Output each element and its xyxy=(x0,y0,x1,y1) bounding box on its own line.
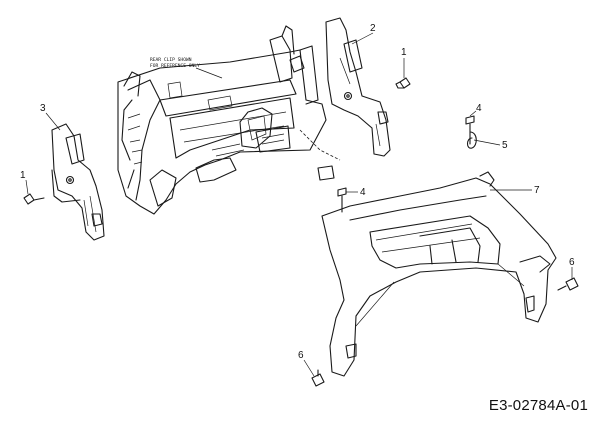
part-1-screw-left xyxy=(23,193,45,205)
part-5-clip xyxy=(466,131,477,149)
callout-4-lower: 4 xyxy=(360,187,366,198)
reference-code: E3-02784A-01 xyxy=(488,397,588,414)
callout-2: 2 xyxy=(370,23,376,34)
part-1-screw-right xyxy=(395,77,411,89)
callout-1-right: 1 xyxy=(401,47,407,58)
callout-5: 5 xyxy=(502,140,508,151)
callout-3: 3 xyxy=(40,103,46,114)
callout-4-upper: 4 xyxy=(476,103,482,114)
callout-6-right: 6 xyxy=(569,257,575,268)
note-line-1: REAR CLIP SHOWN xyxy=(150,57,192,63)
part-4-pin-lower xyxy=(337,187,347,213)
reference-note: REAR CLIP SHOWN FOR REFERENCE ONLY xyxy=(150,57,223,79)
part-2-right-bracket xyxy=(325,17,391,157)
part-6-screw-lower xyxy=(311,369,325,387)
callout-1-left: 1 xyxy=(20,170,26,181)
deck-housing xyxy=(117,25,341,215)
part-7-rear-baffle xyxy=(321,171,557,377)
part-6-screw-right xyxy=(557,277,579,291)
note-line-2: FOR REFERENCE ONLY xyxy=(150,63,200,69)
part-3-left-bracket xyxy=(51,123,105,241)
callout-7: 7 xyxy=(534,185,540,196)
leader-lines xyxy=(25,32,573,377)
callout-6-lower: 6 xyxy=(298,350,304,361)
part-4-pin-upper xyxy=(465,115,475,145)
